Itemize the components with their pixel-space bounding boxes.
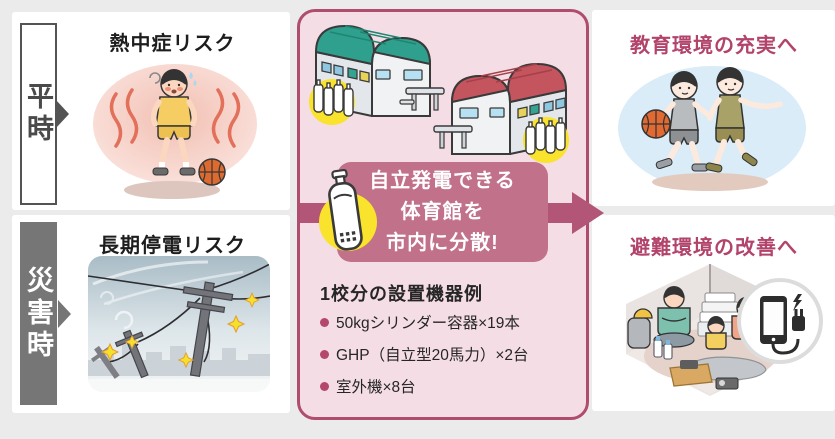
overheated-boy [149,69,198,176]
heatstroke-risk-title: 熱中症リスク [109,33,236,55]
kid-gray-jersey [655,71,713,172]
ground-shadow [652,173,768,191]
kids-basketball-illustration [618,66,806,191]
gymnasium-red [433,63,569,163]
right-pointer-icon [58,299,71,328]
phone-charging-badge [737,278,823,364]
phase-disaster-text: 災害時 [23,265,53,362]
equipment-item-text: GHP（自立型20馬力）×2台 [336,347,529,364]
utility-pole-main [182,281,234,378]
heatstroke-boy-illustration [93,64,257,199]
shelter-family-illustration [626,264,823,396]
plug-icon [771,309,805,355]
callout-line-2: 体育館を [400,200,485,223]
gas-cylinders [313,79,354,117]
equipment-item-text: 50kgシリンダー容器×19本 [336,315,520,332]
equipment-heading: 1校分の設置機器例 [320,284,484,304]
phase-normal-text: 平時 [23,82,53,146]
gas-cylinder-icon [328,168,363,251]
basketball-icon [198,158,226,186]
heat-wave-lines [109,88,241,148]
father-figure [653,286,695,348]
basketball-icon [641,109,671,139]
gymnasiums-illustration [309,25,569,163]
picnic-table [433,125,473,149]
wind-streaks [92,260,244,330]
education-goal-title: 教育環境の充実へ [630,35,798,57]
bullet-dot-icon [320,381,329,391]
kid-olive-jersey [705,67,783,173]
evacuation-goal-title: 避難環境の改善へ [630,237,798,259]
right-pointer-icon [56,100,69,128]
power-outage-risk-title: 長期停電リスク [99,235,246,257]
equipment-item: 50kgシリンダー容器×19本 [320,311,582,333]
lightning-bolt-icon [793,294,802,311]
power-outage-illustration [88,256,270,392]
emergency-supplies [627,308,739,390]
gas-cylinders [525,117,566,155]
bullet-dot-icon [320,349,329,359]
gymnasium-green [309,25,445,125]
equipment-item: GHP（自立型20馬力）×2台 [320,343,582,365]
child-figure [705,316,727,350]
picnic-table [399,87,445,111]
phase-label-normal: 平時 [20,23,69,205]
ground-shadow [124,181,220,199]
phase-label-disaster: 災害時 [20,222,71,405]
equipment-item-text: 室外機×8台 [336,379,416,396]
equipment-list: 50kgシリンダー容器×19本 GHP（自立型20馬力）×2台 室外機×8台 [320,311,582,407]
callout-line-3: 市内に分散! [386,231,499,254]
callout-line-1: 自立発電できる [369,169,516,192]
bullet-dot-icon [320,317,329,327]
equipment-item: 室外機×8台 [320,375,582,397]
